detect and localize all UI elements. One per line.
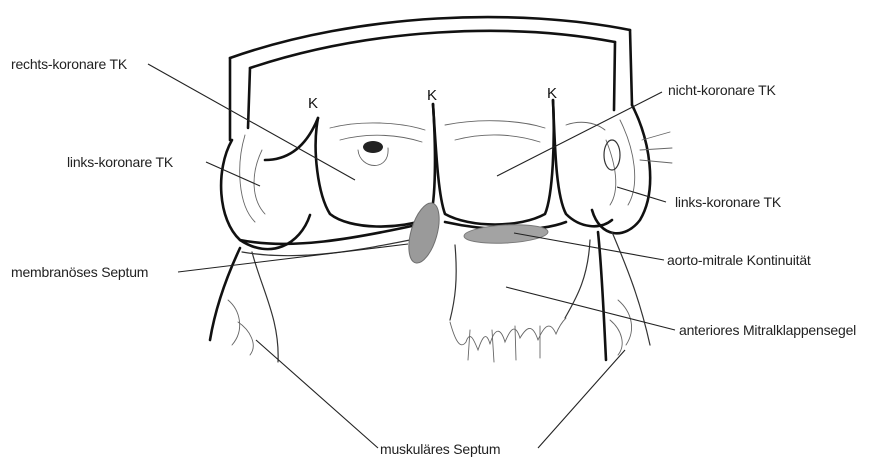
- highlighted-regions: [403, 200, 548, 267]
- leader-line: [497, 92, 662, 176]
- leader-line: [148, 64, 355, 180]
- label-nicht-koronare: nicht-koronare TK: [668, 82, 776, 98]
- leader-line: [506, 287, 675, 330]
- leader-line: [206, 162, 260, 186]
- leader-line: [617, 187, 666, 202]
- commissure-marker: K: [427, 87, 437, 104]
- label-aorto-mitrale: aorto-mitrale Kontinuität: [667, 252, 811, 268]
- aortic-root-tube: [230, 17, 632, 140]
- aortic-sinus-walls: [221, 105, 672, 249]
- leader-line: [256, 340, 378, 448]
- label-membranoeses-septum: membranöses Septum: [11, 264, 148, 280]
- valve-cusps: [265, 100, 612, 227]
- leader-line: [538, 350, 625, 448]
- label-anteriores-mitralklappensegel: anteriores Mitralklappensegel: [679, 322, 856, 338]
- anterior-mitral-leaflet: [450, 240, 590, 362]
- leader-line: [178, 244, 408, 272]
- label-muskulaeres-septum: muskuläres Septum: [380, 441, 500, 457]
- label-rechts-koronare: rechts-koronare TK: [11, 56, 128, 72]
- commissure-marker: K: [308, 95, 318, 112]
- membranous-septum-region: [403, 200, 445, 267]
- commissure-marker: K: [547, 85, 557, 102]
- label-links-koronare-left: links-koronare TK: [67, 154, 174, 170]
- label-links-koronare-right: links-koronare TK: [675, 194, 782, 210]
